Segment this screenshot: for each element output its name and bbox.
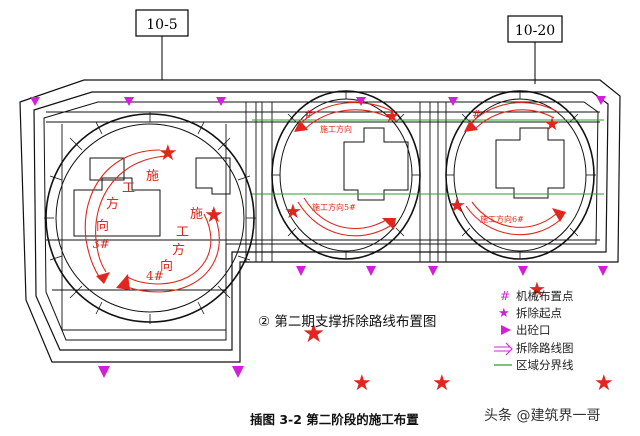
svg-text:拆除起点: 拆除起点: [516, 306, 562, 320]
route-text-left-upper: 施 工 方 向 3#: [92, 169, 159, 251]
building-core-center-left: [195, 157, 231, 195]
start-star: ★: [432, 371, 452, 396]
figure-caption: 插图 3-2 第二阶段的施工布置: [250, 412, 419, 427]
svg-text:工: 工: [176, 225, 189, 240]
legend-item-route: 拆除路线图: [494, 341, 574, 356]
svg-text:向: 向: [160, 258, 173, 274]
route-arrow-left-lower: [119, 209, 220, 293]
outlet-marker: [596, 96, 606, 105]
outlet-marker: [598, 266, 608, 276]
ring-support-right: [445, 90, 596, 260]
svg-text:3#: 3#: [92, 237, 110, 251]
watermark: 头条 @建筑界一哥: [484, 407, 600, 424]
route-text-left-lower: 施 工 方 向 4#: [146, 207, 203, 283]
route-text-middle-top: 施工方向: [320, 124, 352, 134]
axis-label: 10-5: [146, 17, 177, 33]
start-star: ★: [302, 319, 325, 349]
svg-text:方: 方: [106, 196, 119, 212]
outlet-marker: [356, 97, 366, 106]
triangle-icon: [501, 325, 511, 335]
svg-text:工: 工: [122, 181, 135, 196]
axis-label: 10-20: [515, 23, 555, 39]
outlet-marker: [124, 97, 134, 106]
outlet-marker: [216, 97, 226, 106]
start-star: ★: [158, 141, 178, 166]
svg-text:方: 方: [172, 242, 185, 258]
building-core-middle: [343, 127, 409, 201]
svg-text:出砼口: 出砼口: [516, 323, 551, 337]
removal-start-points: ★ ★ ★ ★ ★ ★ ★ ★ ★ ★ ★: [158, 106, 614, 396]
route-arrow-middle-top: [297, 102, 395, 127]
start-star: ★: [284, 199, 302, 223]
route-text-middle-bottom: 施工方向5#: [312, 202, 356, 212]
outlet-marker: [428, 266, 438, 276]
building-core-right: [495, 127, 565, 199]
svg-text:向: 向: [96, 218, 109, 234]
route-arrow-left-upper: [84, 149, 161, 279]
machine-point: #: [472, 108, 481, 121]
svg-text:机械布置点: 机械布置点: [516, 289, 574, 303]
route-arrow-right-bottom: [465, 205, 561, 236]
svg-text:拆除路线图: 拆除路线图: [516, 341, 574, 355]
concrete-outlets: [30, 96, 608, 378]
building-core-left: [73, 157, 161, 237]
axis-marker-10-20: 10-20: [507, 15, 563, 84]
outlet-marker: [30, 97, 40, 106]
outlet-marker: [232, 366, 244, 378]
diagram-title: ② 第二期支撑拆除路线布置图: [258, 313, 436, 330]
legend-item-boundary: 区域分界线: [494, 358, 574, 372]
start-star: ★: [204, 203, 224, 228]
region-boundary-lines: [252, 119, 604, 195]
outlet-marker: [448, 97, 458, 106]
start-star: ★: [544, 114, 560, 135]
outlet-marker: [98, 366, 110, 378]
star-icon: ★: [498, 306, 510, 321]
start-star: ★: [448, 193, 466, 217]
start-star: ★: [384, 106, 400, 127]
outlet-marker: [518, 266, 528, 276]
ring-support-left: [44, 112, 256, 324]
legend-item-machine: # 机械布置点: [500, 289, 574, 303]
outlet-marker: [366, 266, 376, 276]
hash-icon: #: [500, 289, 510, 303]
removal-routes: [84, 102, 566, 293]
ring-support-middle: [271, 90, 421, 260]
machine-point: #: [304, 108, 313, 121]
svg-text:4#: 4#: [146, 269, 164, 283]
machine-points: # #: [304, 108, 481, 121]
start-star: ★: [528, 277, 546, 301]
outlet-marker: [296, 266, 306, 276]
legend-item-outlet: 出砼口: [501, 323, 551, 337]
route-arrow-middle-bottom: [297, 201, 391, 237]
site-boundary: [19, 79, 621, 363]
start-star: ★: [352, 371, 372, 396]
legend: # 机械布置点 ★ 拆除起点 出砼口 拆除路线图 区域分界线: [494, 289, 574, 372]
route-arrow-right-top: [467, 102, 559, 127]
svg-text:施: 施: [190, 207, 203, 222]
start-star: ★: [594, 371, 614, 396]
axis-marker-10-5: 10-5: [135, 9, 189, 80]
svg-text:区域分界线: 区域分界线: [516, 358, 574, 372]
svg-text:施: 施: [146, 169, 159, 184]
legend-item-start: ★ 拆除起点: [498, 306, 562, 321]
double-arrow-icon: [494, 342, 513, 356]
route-text-right-bottom: 施工方向6#: [480, 214, 524, 224]
